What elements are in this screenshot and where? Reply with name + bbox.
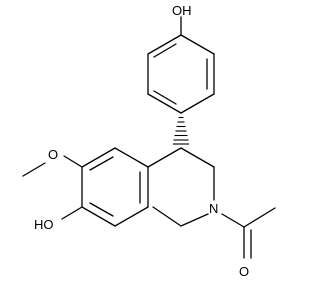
stereo-hashed-wedge-bond [173, 116, 189, 145]
left-hydroxyl-label: HO [34, 217, 54, 232]
phenol-ring [147, 34, 215, 114]
nitrogen-acyl-bond [221, 213, 245, 228]
nitrogen-methylene-bond [180, 213, 209, 227]
left-hydroxyl-bond [61, 206, 83, 220]
chemical-structure: OH O HO N O [22, 3, 276, 279]
benzo-ring [81, 147, 149, 227]
ring-nitrogen-label: N [209, 201, 218, 216]
saturated-ring [147, 147, 215, 227]
methoxy-oxygen-bond [63, 155, 83, 168]
methyl-bond [22, 162, 46, 177]
methoxy-oxygen-label: O [48, 147, 58, 162]
top-hydroxyl-label: OH [172, 3, 192, 18]
carbonyl-oxygen-label: O [239, 264, 249, 279]
acetyl-methyl-bond [243, 207, 276, 228]
